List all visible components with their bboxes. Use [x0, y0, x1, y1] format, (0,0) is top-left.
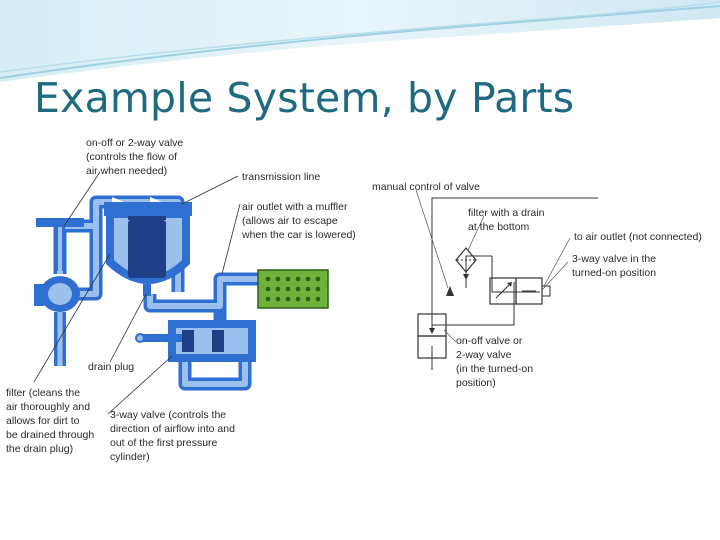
- three-way-valve: [135, 320, 256, 362]
- drain-plug: [143, 284, 151, 296]
- muffler: [257, 269, 329, 309]
- onoff-valve: [34, 218, 84, 312]
- label-air-outlet: air outlet with a muffler(allows air to …: [241, 201, 356, 241]
- air-filter: [104, 202, 192, 296]
- pneumatic-schematic: manual control of valve filter with a dr…: [366, 170, 718, 400]
- manual-control-icon: [446, 286, 454, 296]
- label-onoff-valve: on-off or 2-way valve(controls the flow …: [86, 137, 183, 177]
- onoff-valve-symbol: [417, 313, 447, 359]
- label-transmission-line: transmission line: [242, 171, 320, 183]
- page-title: Example System, by Parts: [34, 74, 575, 122]
- pneumatic-system-illustration: on-off or 2-way valve(controls the flow …: [0, 134, 368, 472]
- label-to-air-outlet: to air outlet (not connected): [574, 231, 702, 243]
- three-way-valve-symbol: [489, 277, 551, 305]
- header-banner: [0, 0, 720, 82]
- label-manual-control: manual control of valve: [372, 181, 480, 193]
- label-drain-plug: drain plug: [88, 361, 134, 373]
- filter-symbol: [455, 247, 477, 280]
